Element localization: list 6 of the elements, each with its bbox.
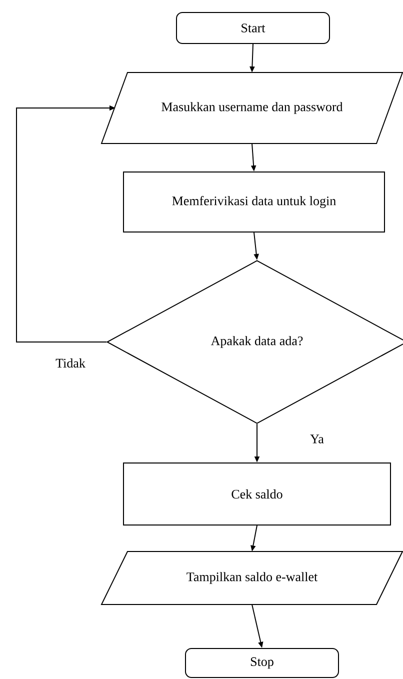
process-box: Memferivikasi data untuk login: [123, 172, 385, 232]
process-box: Cek saldo: [123, 462, 391, 526]
edge-label: Ya: [308, 432, 326, 446]
edge-label: Tidak: [54, 356, 88, 370]
terminal-box: Stop: [185, 648, 339, 678]
terminal-box: Start: [176, 12, 330, 44]
